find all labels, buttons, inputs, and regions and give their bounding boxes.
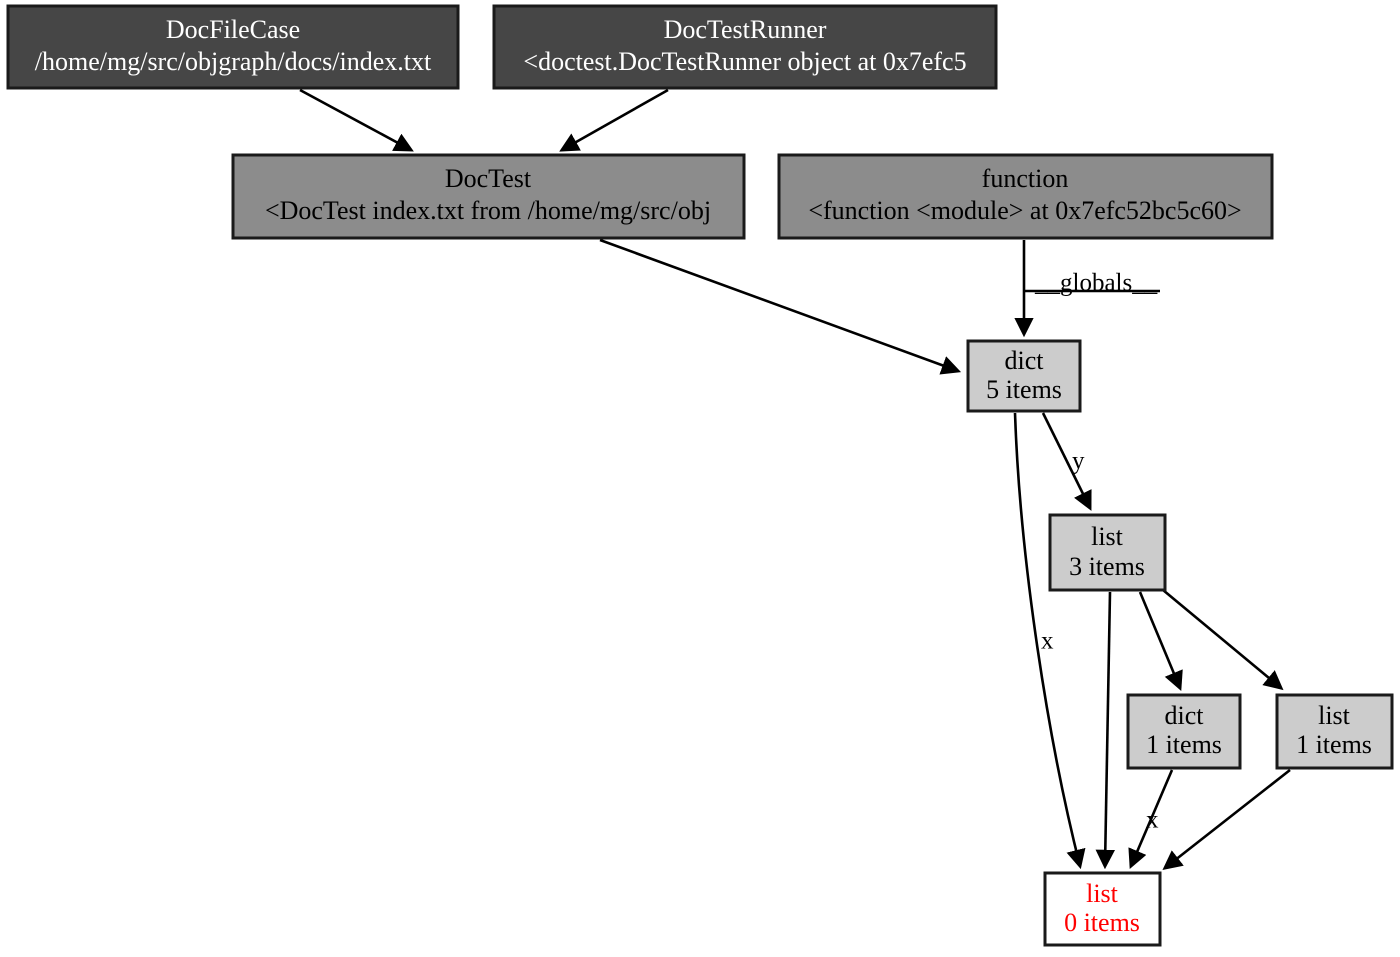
- node-doctestrunner-detail: <doctest.DocTestRunner object at 0x7efc5: [523, 47, 966, 76]
- edge-list1-to-list0: [1162, 768, 1291, 871]
- edge-list3-to-list0: [1095, 591, 1116, 870]
- node-docfilecase-detail: /home/mg/src/objgraph/docs/index.txt: [35, 47, 432, 76]
- node-list-1-items-detail: 1 items: [1296, 730, 1372, 759]
- node-doctestrunner-box[interactable]: [492, 4, 998, 90]
- node-dict-5-items[interactable]: dict 5 items: [966, 339, 1082, 413]
- node-list-1-items[interactable]: list 1 items: [1275, 693, 1394, 770]
- edge-dict1-to-list0: [1128, 769, 1174, 869]
- node-list-0-items[interactable]: list 0 items: [1043, 871, 1162, 947]
- edge-doctest-to-dict5: [599, 238, 962, 375]
- node-list-3-items-box[interactable]: [1048, 513, 1167, 592]
- node-list-0-items-detail: 0 items: [1064, 908, 1140, 937]
- node-dict-1-items-type: dict: [1165, 701, 1205, 730]
- edge-list3-to-list1: [1162, 588, 1284, 691]
- node-function-detail: <function <module> at 0x7efc52bc5c60>: [808, 196, 1241, 225]
- node-docfilecase[interactable]: DocFileCase /home/mg/src/objgraph/docs/i…: [6, 4, 460, 90]
- node-doctest-detail: <DocTest index.txt from /home/mg/src/obj: [265, 196, 711, 225]
- edge-label-x-from-dict5: x: [1041, 628, 1054, 655]
- node-list-0-items-box[interactable]: [1043, 871, 1162, 947]
- edge-dict5-to-list0: [1013, 412, 1086, 870]
- node-list-3-items[interactable]: list 3 items: [1048, 513, 1167, 592]
- node-dict-1-items-box[interactable]: [1126, 693, 1242, 770]
- node-list-1-items-box[interactable]: [1275, 693, 1394, 770]
- node-docfilecase-type: DocFileCase: [166, 15, 300, 44]
- edge-label-y: y: [1072, 448, 1085, 475]
- node-docfilecase-box[interactable]: [6, 4, 460, 90]
- edge-doctestrunner-to-doctest: [559, 88, 669, 152]
- node-list-0-items-type: list: [1086, 879, 1119, 908]
- node-doctest-type: DocTest: [445, 164, 532, 193]
- edge-label-x-from-dict1: x: [1146, 807, 1159, 834]
- node-function-box[interactable]: [777, 153, 1274, 240]
- node-function-type: function: [982, 164, 1069, 193]
- edge-docfilecase-to-doctest: [299, 88, 414, 152]
- node-list-3-items-detail: 3 items: [1069, 552, 1145, 581]
- node-dict-5-items-type: dict: [1005, 346, 1045, 375]
- node-doctest[interactable]: DocTest <DocTest index.txt from /home/mg…: [231, 153, 746, 240]
- node-list-1-items-type: list: [1318, 701, 1351, 730]
- node-function[interactable]: function <function <module> at 0x7efc52b…: [777, 153, 1274, 240]
- edge-label-globals: __globals__: [1034, 270, 1158, 297]
- node-dict-5-items-detail: 5 items: [986, 375, 1062, 404]
- node-layer: DocFileCase /home/mg/src/objgraph/docs/i…: [6, 4, 1394, 947]
- node-doctestrunner[interactable]: DocTestRunner <doctest.DocTestRunner obj…: [492, 4, 998, 90]
- edge-dict5-to-list3: [1041, 412, 1092, 511]
- node-doctestrunner-type: DocTestRunner: [664, 15, 827, 44]
- edge-label-layer: __globals__ y x x: [1034, 270, 1159, 834]
- node-doctest-box[interactable]: [231, 153, 746, 240]
- edge-list3-to-dict1: [1138, 591, 1183, 691]
- edge-layer: [299, 88, 1291, 871]
- node-dict-5-items-box[interactable]: [966, 339, 1082, 413]
- node-dict-1-items[interactable]: dict 1 items: [1126, 693, 1242, 770]
- node-dict-1-items-detail: 1 items: [1146, 730, 1222, 759]
- node-list-3-items-type: list: [1091, 522, 1124, 551]
